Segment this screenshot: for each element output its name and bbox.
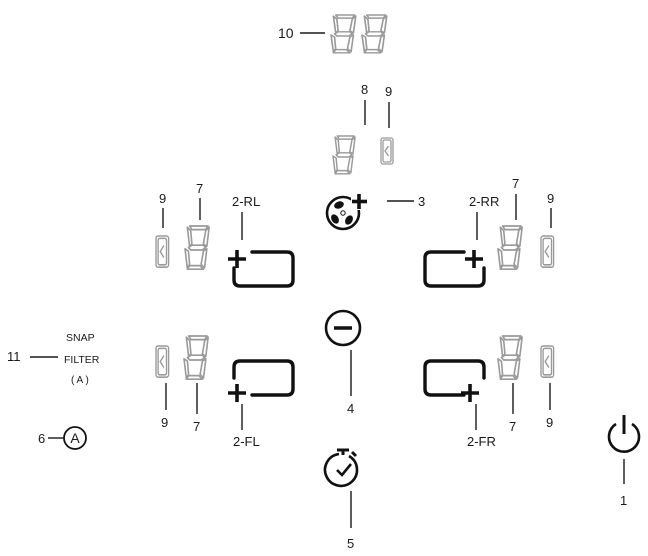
callout-5-label: 5 bbox=[347, 536, 354, 551]
minus-button[interactable] bbox=[324, 309, 362, 347]
zone-rl-display-digit bbox=[184, 225, 210, 271]
fan-plus-icon bbox=[325, 194, 367, 231]
callout-4-label: 4 bbox=[347, 401, 354, 416]
callout-9-label-rr: 9 bbox=[547, 191, 554, 206]
zone-fl-label: 2-FL bbox=[233, 434, 260, 449]
zone-fl-plus-button[interactable] bbox=[228, 359, 295, 402]
zone-rl-plus-button[interactable] bbox=[228, 250, 295, 288]
callout-9-label-fl: 9 bbox=[161, 415, 168, 430]
snap-filter-button-glyph: A bbox=[70, 430, 80, 446]
callout-6-label: 6 bbox=[38, 431, 45, 446]
fan-indicator bbox=[380, 137, 394, 165]
callout-7-label-fr: 7 bbox=[509, 419, 516, 434]
zone-fr-plus-button[interactable] bbox=[423, 359, 486, 402]
zone-rr-display-digit bbox=[497, 225, 523, 271]
minus-icon bbox=[324, 309, 362, 347]
callout-8-label: 8 bbox=[361, 82, 368, 97]
timer-icon bbox=[323, 452, 359, 488]
zone-rr-indicator bbox=[540, 235, 555, 268]
timer-display-digit bbox=[330, 14, 357, 54]
power-button[interactable] bbox=[607, 415, 641, 453]
zone-fr-indicator bbox=[540, 345, 555, 378]
fan-display-digit bbox=[332, 135, 356, 175]
zone-rl-label: 2-RL bbox=[232, 194, 260, 209]
zone-fr-display-digit bbox=[497, 335, 523, 381]
callout-7-label-rl: 7 bbox=[196, 181, 203, 196]
snap-filter-button[interactable]: A bbox=[63, 426, 87, 450]
timer-display-digit bbox=[361, 14, 388, 54]
zone-rr-label: 2-RR bbox=[469, 194, 499, 209]
snap-filter-text-line2: FILTER bbox=[64, 354, 100, 366]
power-icon bbox=[607, 422, 641, 453]
callout-11-label: 11 bbox=[7, 349, 21, 364]
callout-7-label-rr: 7 bbox=[512, 176, 519, 191]
callout-9-label-fr: 9 bbox=[546, 415, 553, 430]
callout-9-label-rl: 9 bbox=[159, 191, 166, 206]
callout-9-label: 9 bbox=[385, 84, 392, 99]
callout-3-label: 3 bbox=[418, 194, 425, 209]
zone-rr-plus-button[interactable] bbox=[423, 250, 486, 288]
snap-filter-text-line1: SNAP bbox=[66, 332, 95, 344]
zone-fl-display-digit bbox=[183, 335, 209, 381]
callout-1-label: 1 bbox=[620, 493, 627, 508]
callout-10-label: 10 bbox=[278, 25, 294, 41]
callout-7-label-fl: 7 bbox=[193, 419, 200, 434]
zone-rl-indicator bbox=[155, 235, 170, 268]
zone-fl-indicator bbox=[155, 345, 170, 378]
timer-button[interactable] bbox=[323, 448, 359, 488]
snap-filter-a-icon bbox=[63, 426, 87, 450]
snap-filter-text-line3: ( A ) bbox=[71, 375, 89, 386]
zone-fr-label: 2-FR bbox=[467, 434, 496, 449]
